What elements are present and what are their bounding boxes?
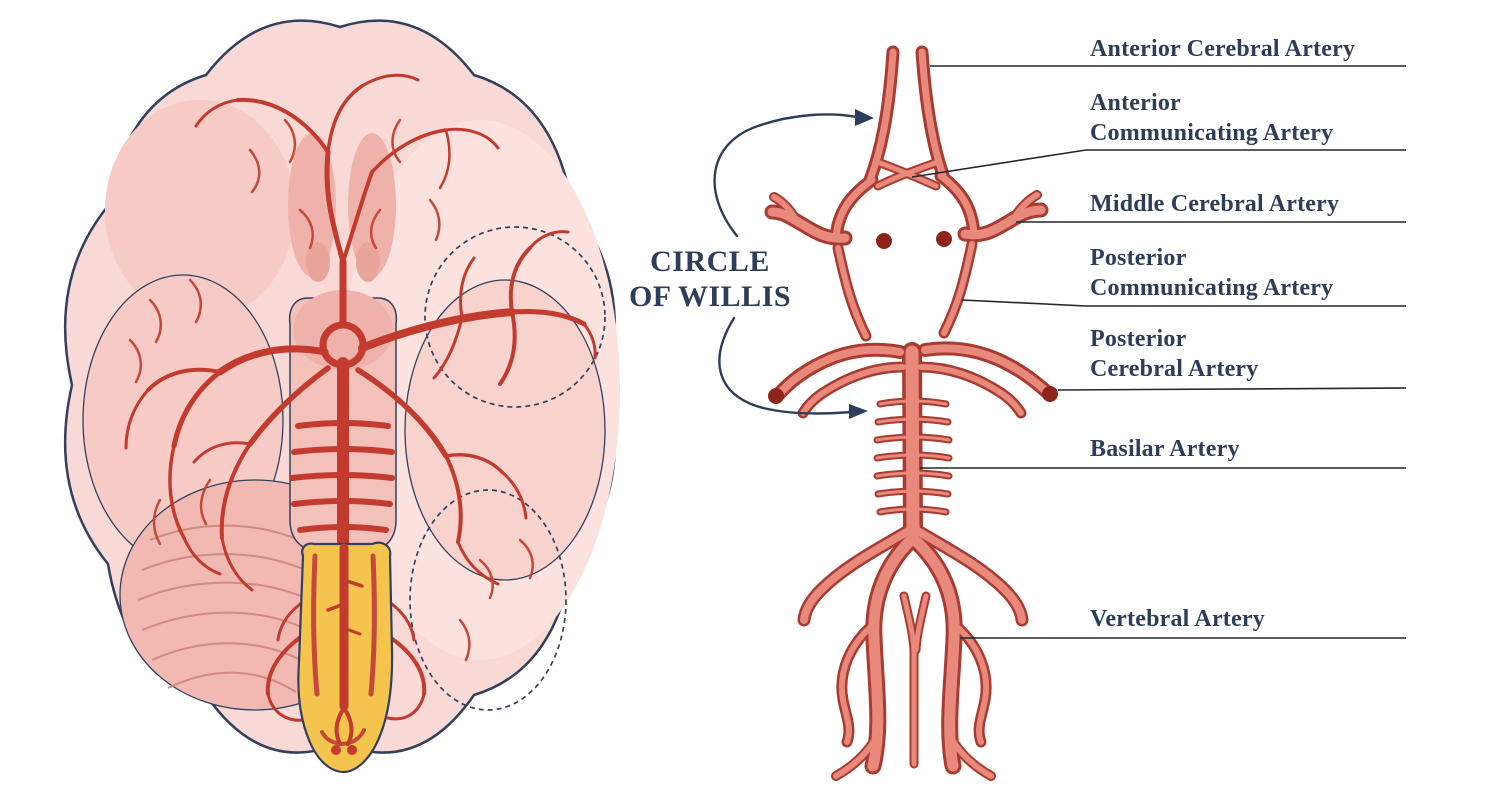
mammillary-left xyxy=(306,242,330,282)
cord-tip-dot xyxy=(331,745,341,755)
label-text: Communicating Artery xyxy=(1090,120,1334,146)
dashed-region-upper xyxy=(424,226,606,408)
title-line-1: CIRCLE xyxy=(650,245,770,278)
diagram-title: CIRCLE OF WILLIS xyxy=(618,244,802,314)
label-vertebral-artery: Vertebral Artery xyxy=(1090,604,1265,634)
label-text: Posterior xyxy=(1090,326,1187,352)
cut-end-dot xyxy=(1042,386,1058,402)
arrow-upper xyxy=(713,113,859,238)
spinal-cord xyxy=(297,541,394,774)
fissure-left xyxy=(288,133,336,277)
dashed-region-lower xyxy=(409,489,567,711)
arrow-lower-head xyxy=(849,404,868,419)
label-text: Posterior xyxy=(1090,245,1187,271)
fissure-right xyxy=(348,133,396,277)
label-text: Vertebral Artery xyxy=(1090,606,1265,632)
label-posterior-communicating-artery: Posterior Communicating Artery xyxy=(1090,243,1333,303)
label-text: Cerebral Artery xyxy=(1090,356,1259,382)
leader-line-posterior-cerebral xyxy=(1057,387,1407,391)
leader-line-anterior-communicating xyxy=(911,149,1406,178)
pointer-arrows xyxy=(713,109,874,419)
mammillary-right xyxy=(356,242,380,282)
label-text: Communicating Artery xyxy=(1090,275,1334,301)
label-middle-cerebral-artery: Middle Cerebral Artery xyxy=(1090,189,1339,219)
title-line-2: OF WILLIS xyxy=(628,280,792,313)
leader-line-posterior-communicating xyxy=(961,299,1406,307)
label-text: Middle Cerebral Artery xyxy=(1090,191,1340,217)
arrow-upper-head xyxy=(855,109,874,126)
label-basilar-artery: Basilar Artery xyxy=(1090,434,1240,464)
cut-end-dot xyxy=(876,233,892,249)
label-posterior-cerebral-artery: Posterior Cerebral Artery xyxy=(1090,324,1258,384)
label-anterior-communicating-artery: Anterior Communicating Artery xyxy=(1090,88,1333,148)
cut-end-dot xyxy=(768,388,784,404)
left-frontal-shade xyxy=(105,100,295,320)
label-anterior-cerebral-artery: Anterior Cerebral Artery xyxy=(1090,34,1355,64)
cord-tip-dot xyxy=(347,745,357,755)
cut-end-dot xyxy=(936,231,952,247)
label-text: Anterior Cerebral Artery xyxy=(1090,36,1356,62)
brain-inferior-view xyxy=(63,19,620,774)
vessel-cut-end-dots xyxy=(768,231,1058,404)
temporal-lobe-right xyxy=(404,279,606,581)
label-text: Basilar Artery xyxy=(1090,436,1240,462)
leader-lines xyxy=(911,65,1407,639)
circle-of-willis-schematic xyxy=(768,52,1058,776)
label-text: Anterior xyxy=(1090,90,1181,116)
arrow-lower xyxy=(718,316,853,415)
brain-arteries xyxy=(124,73,597,729)
cerebellum-striations xyxy=(137,524,321,693)
